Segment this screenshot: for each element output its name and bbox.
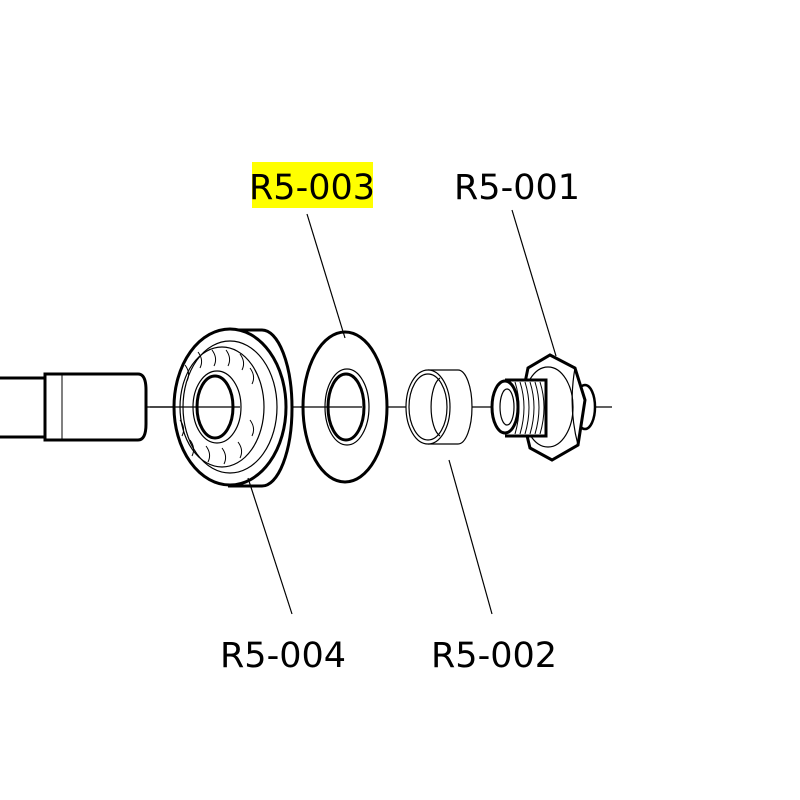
part-r5-003-washer[interactable]: [300, 330, 389, 484]
leader-line-r5-003: [306, 213, 346, 339]
part-r5-004-bearing[interactable]: [150, 327, 294, 488]
part-r5-002-spacer[interactable]: [405, 369, 473, 445]
leader-line-r5-004: [247, 477, 293, 615]
label-r5-001[interactable]: R5-001: [454, 168, 580, 208]
label-highlight: [252, 162, 373, 208]
leader-line-r5-002: [448, 459, 493, 615]
part-r5-001-nut-bolt[interactable]: [490, 353, 597, 462]
label-r5-002[interactable]: R5-002: [431, 636, 557, 676]
label-r5-004[interactable]: R5-004: [220, 636, 346, 676]
label-r5-003[interactable]: R5-003: [249, 168, 375, 208]
leader-line-r5-001: [511, 209, 557, 357]
shaft: [0, 372, 148, 442]
